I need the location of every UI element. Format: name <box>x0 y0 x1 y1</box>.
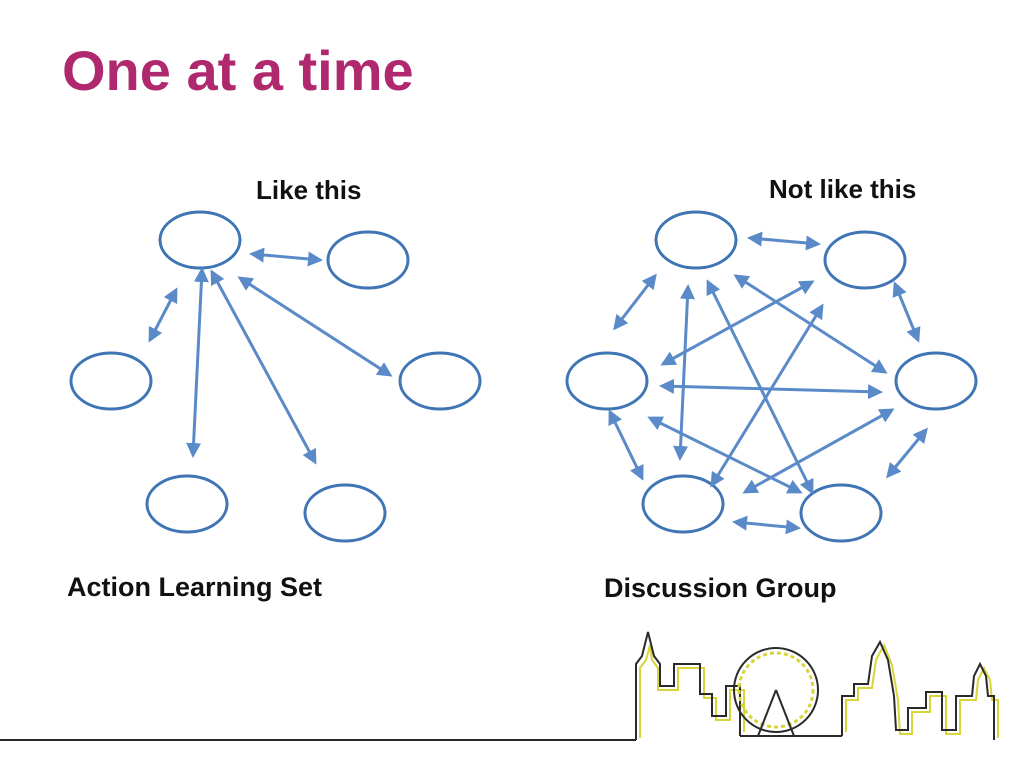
skyline-dark-outline <box>635 631 995 740</box>
als-node-3 <box>69 351 153 411</box>
discussion-group-label: Discussion Group <box>604 573 837 603</box>
dg-arrow-4-6 <box>886 427 928 479</box>
action-learning-set-label: Action Learning Set <box>67 572 323 602</box>
action-learning-set-diagram <box>69 210 482 543</box>
dg-arrow-5-6 <box>732 515 801 535</box>
als-node-2 <box>326 230 410 290</box>
dg-node-3 <box>565 351 649 411</box>
page-title: One at a time <box>62 39 414 102</box>
left-caption: Like this <box>256 175 362 205</box>
discussion-group-diagram <box>565 210 978 543</box>
als-node-1 <box>158 210 242 270</box>
london-eye-leg-left <box>757 689 777 737</box>
london-eye-rim <box>737 651 815 729</box>
dg-arrow-4-5 <box>742 408 895 494</box>
skyline-yellow-outline <box>639 642 999 738</box>
als-node-6 <box>303 483 387 543</box>
dg-node-5 <box>641 474 725 534</box>
dg-arrow-2-4 <box>892 281 921 343</box>
dg-arrow-1-3 <box>613 273 657 331</box>
dg-arrow-3-4 <box>659 378 883 400</box>
dg-node-1 <box>654 210 738 270</box>
als-arrow-1-6 <box>210 269 317 465</box>
dg-node-6 <box>799 483 883 543</box>
dg-node-2 <box>823 230 907 290</box>
als-node-4 <box>398 351 482 411</box>
als-arrow-1-5 <box>186 267 209 458</box>
footer-skyline <box>0 631 999 741</box>
als-node-5 <box>145 474 229 534</box>
london-eye-wheel <box>733 647 819 733</box>
dg-node-4 <box>894 351 978 411</box>
dg-arrow-3-5 <box>608 409 644 481</box>
london-eye-leg-right <box>775 689 795 737</box>
als-arrow-1-2 <box>249 247 323 267</box>
als-arrow-1-4 <box>237 276 393 377</box>
als-arrow-1-3 <box>148 287 178 343</box>
right-caption: Not like this <box>769 174 917 204</box>
dg-arrow-1-2 <box>747 231 821 251</box>
